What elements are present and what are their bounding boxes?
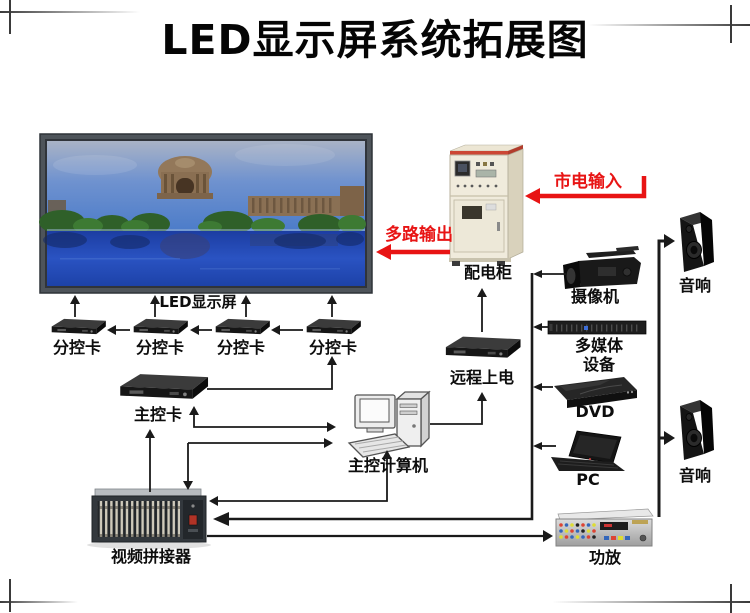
main-card-label: 主控卡 xyxy=(133,405,183,424)
multimedia-label-line1: 多媒体 xyxy=(574,336,624,355)
speaker-bottom-label: 音响 xyxy=(678,466,712,485)
sub-control-card-3 xyxy=(215,318,270,335)
power-cabinet-label: 配电柜 xyxy=(463,263,513,282)
sub-card-4-label: 分控卡 xyxy=(308,338,358,357)
sub-card-3-label: 分控卡 xyxy=(216,338,266,357)
multi-output-arrow xyxy=(376,244,450,260)
sub-control-card-4 xyxy=(306,318,361,335)
video-splicer-label: 视频拼接器 xyxy=(110,547,192,566)
mains-input-arrow xyxy=(525,176,647,204)
speaker-top-label: 音响 xyxy=(678,276,712,295)
main-computer xyxy=(347,390,431,458)
sub-card-2-label: 分控卡 xyxy=(135,338,185,357)
sub-control-card-2 xyxy=(133,318,188,335)
speaker-top-device xyxy=(679,211,715,273)
remote-power-label: 远程上电 xyxy=(449,368,515,387)
amplifier-label: 功放 xyxy=(588,548,622,567)
speaker-bottom-device xyxy=(679,399,715,461)
page-title: LED显示屏系统拓展图 xyxy=(161,16,589,64)
connection-lines xyxy=(74,239,664,538)
main-control-card xyxy=(120,374,209,399)
led-screen xyxy=(39,133,373,294)
mains-input-label: 市电输入 xyxy=(554,172,622,192)
computer-label: 主控计算机 xyxy=(347,456,429,475)
led-screen-label: LED显示屏 xyxy=(159,293,237,311)
multimedia-label-line2: 设备 xyxy=(582,355,616,374)
amplifier-device xyxy=(555,508,654,547)
pc-label: PC xyxy=(576,470,600,489)
multimedia-device xyxy=(547,320,647,335)
connection-arrowheads xyxy=(70,234,675,542)
video-splicer xyxy=(87,488,211,549)
power-cabinet xyxy=(449,144,524,266)
sub-card-1-label: 分控卡 xyxy=(52,338,102,357)
dvd-player xyxy=(554,377,637,408)
laptop-pc xyxy=(551,430,625,471)
sub-control-card-1 xyxy=(51,318,106,335)
camera-device xyxy=(563,246,641,289)
camera-label: 摄像机 xyxy=(570,287,620,306)
remote-power-device xyxy=(445,336,521,358)
multi-output-label: 多路输出 xyxy=(385,225,453,245)
dvd-label: DVD xyxy=(575,402,615,421)
